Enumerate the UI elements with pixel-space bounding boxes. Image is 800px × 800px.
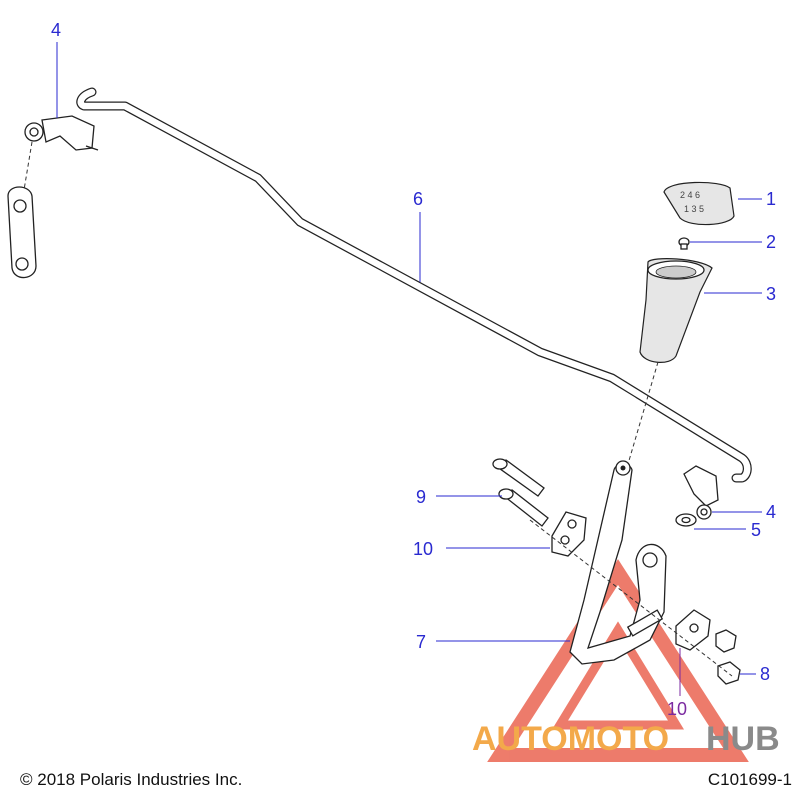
guide-line-bolt [529, 519, 733, 677]
callout-4-right: 4 [766, 502, 776, 522]
link-plate [7, 186, 37, 279]
pivot-bushing-left [551, 511, 587, 557]
watermark-word-b: HUB [706, 720, 780, 758]
svg-text:2 4 6: 2 4 6 [680, 190, 700, 200]
callout-1: 1 [766, 189, 776, 209]
guide-line-knob [627, 361, 659, 465]
svg-text:1 3 5: 1 3 5 [684, 204, 704, 214]
washer [675, 513, 697, 527]
pivot-bushing-right [675, 609, 711, 651]
callout-10-left: 10 [413, 539, 433, 559]
shift-knob-cap: 2 4 6 1 3 5 [663, 181, 735, 226]
watermark-logo: AUTOMOTO HUB [472, 720, 780, 758]
callout-2: 2 [766, 232, 776, 252]
callout-7: 7 [416, 632, 426, 652]
nut-upper [715, 629, 737, 653]
callout-3: 3 [766, 284, 776, 304]
nut-lower [717, 661, 741, 685]
leader-lines [56, 42, 762, 696]
callout-5: 5 [751, 520, 761, 540]
shift-knob-body [639, 258, 713, 363]
callout-8: 8 [760, 664, 770, 684]
bolt-upper [492, 458, 545, 497]
callout-4-left: 4 [51, 20, 61, 40]
callout-numbers: 1 2 3 4 4 5 6 7 8 9 10 10 [51, 20, 776, 719]
diagram-code: C101699-1 [707, 770, 792, 789]
watermark-word-a: AUTOMOTO [472, 720, 669, 758]
knob-screw [678, 237, 690, 250]
callout-9: 9 [416, 487, 426, 507]
shift-lever [569, 460, 667, 665]
callout-10-right: 10 [667, 699, 687, 719]
rod-end-clip-right [683, 465, 719, 520]
copyright-text: © 2018 Polaris Industries Inc. [20, 770, 243, 789]
shift-rod [76, 87, 752, 483]
guide-line-left [23, 141, 33, 191]
rod-end-clip-left [24, 115, 99, 151]
bolt-lower [498, 488, 549, 527]
watermark-triangle [487, 559, 749, 762]
callout-6: 6 [413, 189, 423, 209]
